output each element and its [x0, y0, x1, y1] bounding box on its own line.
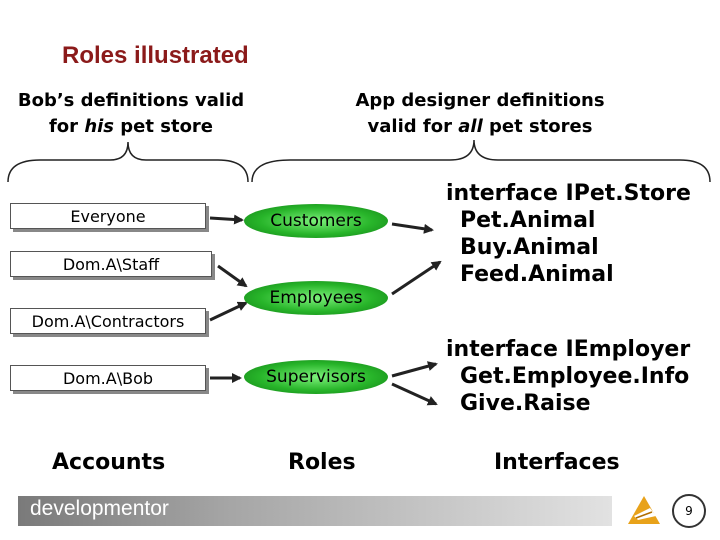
arrow-employees-ipetstore — [391, 260, 442, 296]
role-customers: Customers — [244, 204, 388, 238]
role-employees: Employees — [244, 281, 388, 315]
footer-brand: developmentor — [30, 497, 169, 520]
interface-name: interface IEmployer — [446, 337, 691, 362]
arrow-everyone-customers — [209, 214, 244, 225]
interface-method: Give.Raise — [460, 391, 591, 416]
interface-ipetstore: interface IPet.Store Pet.Animal Buy.Anim… — [446, 180, 691, 288]
arrow-supervisors-iemployer — [391, 361, 438, 378]
account-bob: Dom.A\Bob — [10, 365, 206, 391]
arrow-supervisors-iemployer-lower — [391, 382, 438, 406]
column-label-roles: Roles — [288, 450, 356, 475]
brand-logo-icon — [628, 496, 660, 524]
interface-method: Feed.Animal — [460, 262, 614, 287]
arrow-customers-ipetstore — [391, 222, 434, 234]
right-brace — [251, 139, 711, 183]
account-staff: Dom.A\Staff — [10, 251, 212, 277]
interface-method: Get.Employee.Info — [460, 364, 690, 389]
interface-method: Pet.Animal — [460, 208, 596, 233]
slide-title: Roles illustrated — [62, 42, 249, 69]
interface-name: interface IPet.Store — [446, 181, 691, 206]
account-contractors: Dom.A\Contractors — [10, 308, 206, 334]
role-supervisors: Supervisors — [244, 360, 388, 394]
arrow-staff-employees — [217, 264, 248, 288]
right-header-line2: valid for all pet stores — [367, 116, 593, 137]
column-label-accounts: Accounts — [52, 450, 166, 475]
left-header-line2: for his pet store — [48, 116, 214, 137]
interface-iemployer: interface IEmployer Get.Employee.Info Gi… — [446, 336, 690, 417]
left-brace — [7, 141, 249, 183]
footer-bar — [18, 496, 612, 526]
right-header: App designer definitions valid for all p… — [330, 88, 630, 140]
interface-method: Buy.Animal — [460, 235, 599, 260]
arrow-contractors-employees — [209, 301, 248, 322]
account-everyone: Everyone — [10, 203, 206, 229]
right-header-line1: App designer definitions — [355, 90, 605, 111]
left-header-line1: Bob’s definitions valid — [17, 90, 245, 111]
page-number: 9 — [672, 494, 706, 528]
left-header: Bob’s definitions valid for his pet stor… — [0, 88, 262, 140]
column-label-interfaces: Interfaces — [494, 450, 620, 475]
